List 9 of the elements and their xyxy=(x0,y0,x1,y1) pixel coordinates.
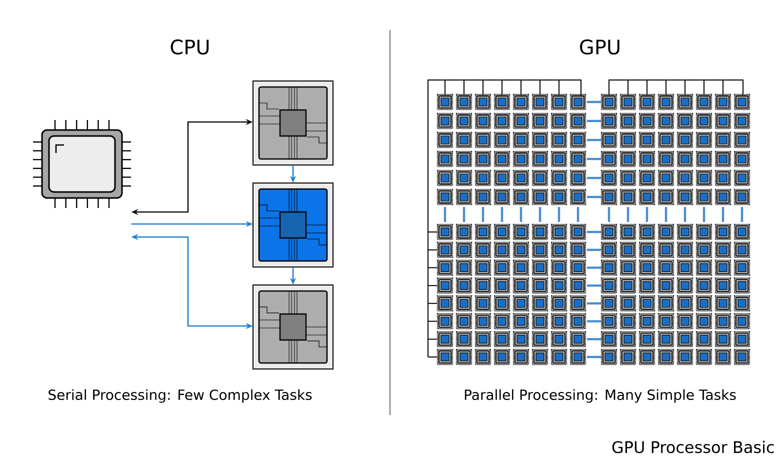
processor-core-drawing xyxy=(252,284,334,370)
panel-label: Serial Processing: Few Complex Tasks xyxy=(48,389,312,403)
panel-label: Parallel Processing: Many Simple Tasks xyxy=(464,389,736,403)
processor-core-drawing xyxy=(252,182,334,268)
heading: GPU xyxy=(580,39,620,55)
heading: CPU xyxy=(170,39,209,55)
caption: GPU Processor Basic xyxy=(612,440,774,454)
cpu-chip-drawing xyxy=(33,120,131,208)
processor-core-drawing xyxy=(252,80,334,166)
